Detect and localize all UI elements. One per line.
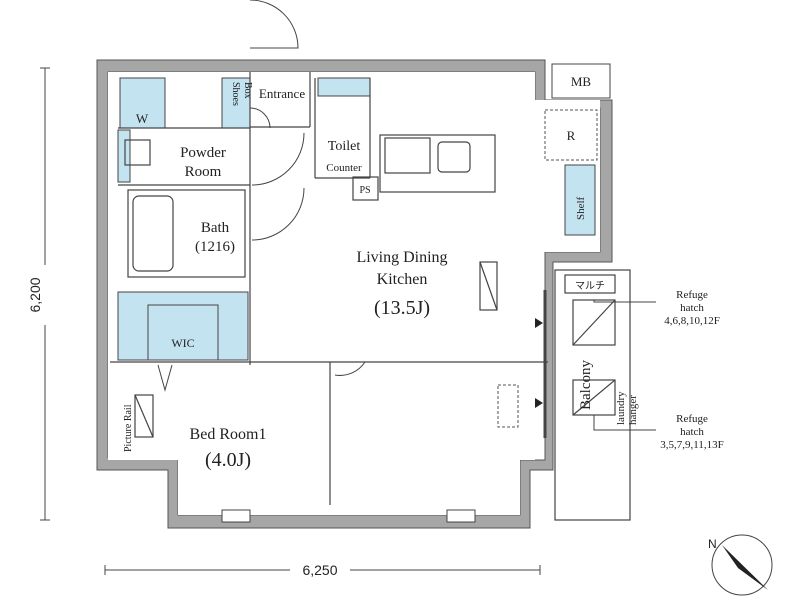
box-label: Box — [242, 82, 253, 99]
width-dimension: 6,250 — [302, 562, 337, 578]
wic-inner — [147, 304, 219, 361]
height-dimension: 6,200 — [27, 277, 43, 312]
refuge-lower-3: 3,5,7,9,11,13F — [660, 439, 723, 451]
shelf-label: Shelf — [575, 196, 587, 220]
ldk-label: Living Dining — [356, 249, 447, 266]
bath-size: (1216) — [195, 239, 235, 255]
refuge-upper-3: 4,6,8,10,12F — [664, 315, 720, 327]
washer-space — [119, 77, 166, 129]
wic-label: WIC — [171, 336, 194, 350]
powder-shelf — [117, 129, 131, 183]
counter-label: Counter — [326, 162, 362, 174]
ps-label: PS — [359, 185, 370, 196]
ldk-size: (13.5J) — [374, 297, 430, 319]
bedroom1-label: Bed Room1 — [190, 426, 267, 443]
refrigerator-space — [544, 109, 598, 161]
refuge-upper-1: Refuge — [676, 289, 708, 301]
bath-label: Bath — [201, 220, 230, 236]
mb-box — [551, 63, 611, 99]
multi-label: マルチ — [575, 280, 605, 292]
north-label: N — [708, 537, 717, 551]
refrigerator-label: R — [567, 128, 576, 143]
north-arrow-icon: N — [708, 534, 773, 596]
shoes-label: Shoes — [230, 82, 241, 106]
entrance-label: Entrance — [259, 86, 305, 101]
powder-room-label: Powder — [180, 145, 226, 161]
shelf — [564, 164, 596, 236]
laundry-hanger-label-2: hanger — [627, 395, 639, 425]
refuge-upper-2: hatch — [680, 302, 704, 314]
laundry-hanger-label: laundry — [615, 391, 627, 425]
powder-room-label-2: Room — [185, 164, 222, 180]
toilet-label: Toilet — [328, 139, 361, 154]
washer-label: W — [136, 111, 149, 126]
mb-label: MB — [571, 74, 592, 89]
balcony-label: Balcony — [578, 360, 594, 410]
ldk-label-2: Kitchen — [377, 271, 428, 288]
refuge-lower-2: hatch — [680, 426, 704, 438]
interior — [108, 72, 535, 460]
bedroom1-size: (4.0J) — [205, 449, 251, 471]
shoes-box — [221, 77, 251, 129]
refuge-lower-1: Refuge — [676, 413, 708, 425]
toilet-tank — [317, 77, 371, 97]
picture-rail-label: Picture Rail — [123, 404, 134, 452]
